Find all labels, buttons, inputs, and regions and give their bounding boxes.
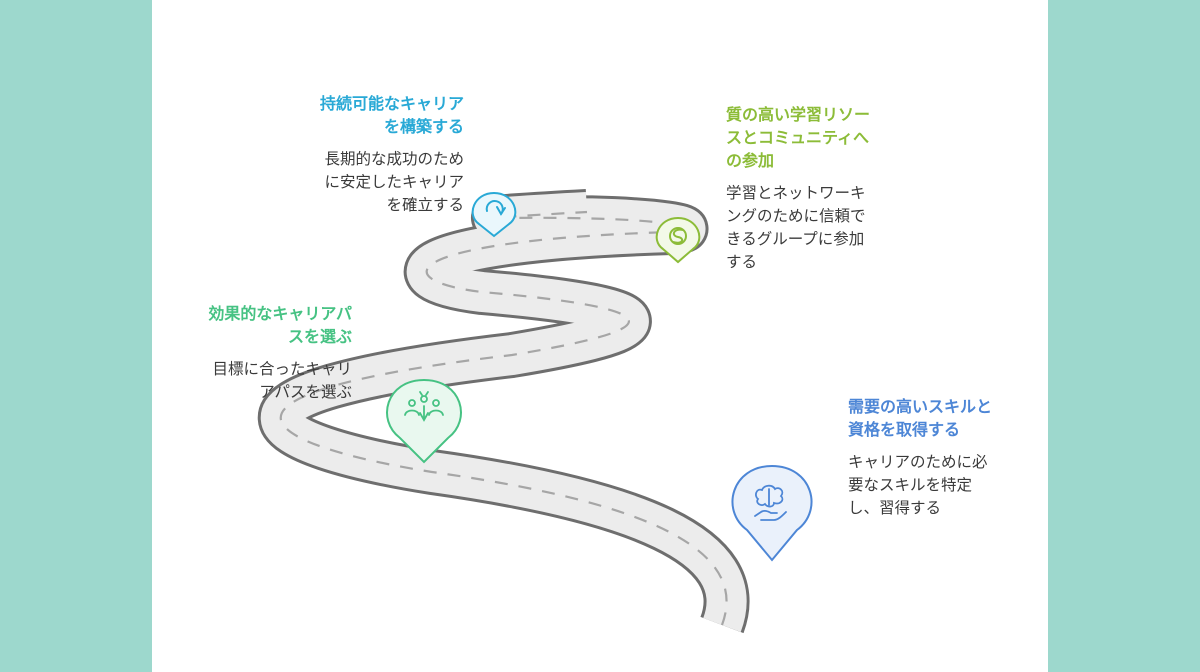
step-desc-line: し、習得する	[848, 499, 942, 517]
step-desc-line: 目標に合ったキャリ	[212, 360, 352, 378]
step-title-line: 質の高い学習リソー	[726, 105, 871, 124]
refresh-arrow-icon	[485, 200, 506, 216]
step-title: 持続可能なキャリア を構築する	[252, 92, 464, 138]
marker-resources	[655, 216, 701, 264]
step-desc-line: に安定したキャリア	[324, 173, 464, 191]
step-title-line: 効果的なキャリアパ	[208, 304, 352, 323]
brain-hand-icon	[754, 484, 787, 521]
step-title-line: 持続可能なキャリア	[319, 94, 464, 113]
step-desc-line: する	[726, 253, 758, 271]
team-select-icon	[404, 391, 444, 422]
step-desc-line: きるグループに参加	[726, 230, 865, 248]
marker-skills	[731, 464, 813, 562]
step-title: 質の高い学習リソー スとコミュニティへ の参加	[726, 103, 926, 172]
step-resources: 質の高い学習リソー スとコミュニティへ の参加 学習とネットワーキ ングのために…	[726, 103, 926, 274]
marker-sustainable	[471, 191, 517, 238]
connection-icon	[669, 227, 687, 245]
diagram-canvas: 持続可能なキャリア を構築する 長期的な成功のため に安定したキャリア を確立す…	[152, 0, 1048, 672]
step-desc-line: アパスを選ぶ	[259, 383, 352, 401]
marker-career-path	[386, 378, 462, 464]
step-desc-line: を確立する	[386, 196, 464, 214]
step-description: 目標に合ったキャリ アパスを選ぶ	[152, 358, 352, 404]
step-career-path: 効果的なキャリアパ スを選ぶ 目標に合ったキャリ アパスを選ぶ	[152, 302, 352, 404]
step-title-line: の参加	[726, 151, 775, 170]
step-skills: 需要の高いスキルと 資格を取得する キャリアのために必 要なスキルを特定 し、習…	[848, 395, 1046, 520]
step-description: 長期的な成功のため に安定したキャリア を確立する	[252, 148, 464, 217]
step-title-line: を構築する	[383, 117, 464, 136]
step-title-line: 需要の高いスキルと	[848, 397, 993, 416]
step-desc-line: ングのために信頼で	[726, 207, 866, 225]
step-desc-line: 要なスキルを特定	[848, 476, 973, 494]
step-title: 需要の高いスキルと 資格を取得する	[848, 395, 1046, 441]
step-title-line: スを選ぶ	[287, 327, 352, 346]
step-title: 効果的なキャリアパ スを選ぶ	[152, 302, 352, 348]
step-desc-line: 学習とネットワーキ	[726, 184, 866, 202]
step-description: 学習とネットワーキ ングのために信頼で きるグループに参加 する	[726, 182, 926, 274]
step-desc-line: キャリアのために必	[848, 453, 988, 471]
winding-road	[257, 189, 813, 634]
step-desc-line: 長期的な成功のため	[324, 150, 464, 168]
step-title-line: スとコミュニティへ	[726, 128, 870, 147]
step-description: キャリアのために必 要なスキルを特定 し、習得する	[848, 451, 1046, 520]
step-title-line: 資格を取得する	[848, 420, 961, 439]
step-sustainable: 持続可能なキャリア を構築する 長期的な成功のため に安定したキャリア を確立す…	[252, 92, 464, 217]
